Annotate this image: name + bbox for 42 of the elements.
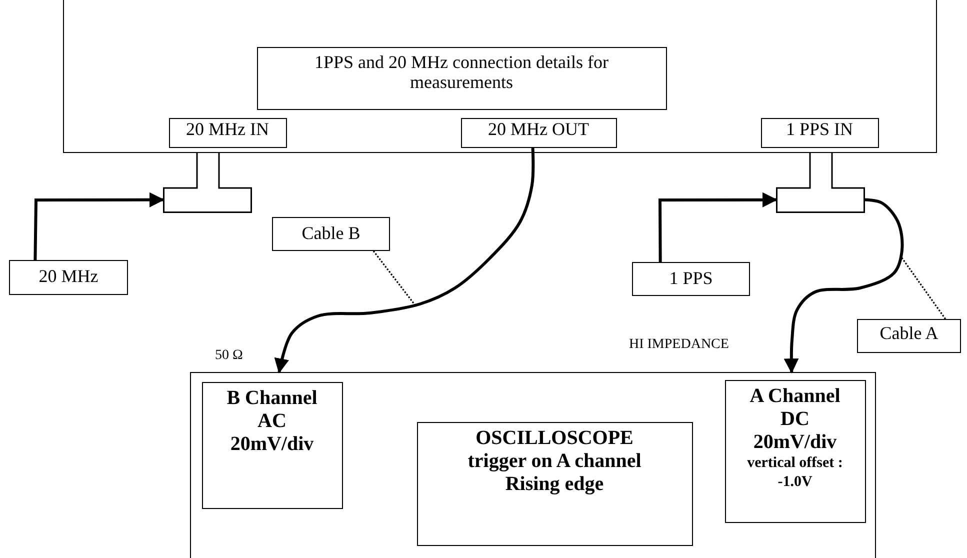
- port-label-box: [460, 118, 616, 148]
- signal-source-box: [632, 262, 750, 296]
- channel-setting: vertical offset :: [747, 454, 843, 472]
- trigger-setting: OSCILLOSCOPE: [476, 426, 634, 450]
- channel-setting: AC: [258, 410, 286, 432]
- signal-label: 1 PPS: [669, 268, 713, 289]
- cable-arrow: [658, 192, 778, 262]
- leader-line: [372, 250, 416, 306]
- port-label-box: [168, 118, 286, 148]
- port-label-box: [760, 118, 878, 148]
- title-text: 1PPS and 20 MHz connection details for measurements: [314, 52, 610, 93]
- oscilloscope-box: [190, 372, 876, 558]
- port-label: 20 MHz IN: [186, 118, 269, 140]
- channel-setting: 20mV/div: [753, 430, 837, 454]
- cable-arrow: [34, 192, 164, 260]
- t-connector: [776, 153, 865, 213]
- signal-source-box: [9, 260, 128, 295]
- cable-label: Cable A: [880, 323, 938, 344]
- cable-label-box: [857, 319, 961, 353]
- channel-box: [724, 380, 866, 522]
- oscilloscope-settings-box: [416, 422, 692, 546]
- title-box: [256, 46, 666, 110]
- channel-box: [202, 382, 342, 508]
- trigger-setting: trigger on A channel: [468, 450, 642, 472]
- trigger-setting: Rising edge: [505, 472, 604, 496]
- port-label: 20 MHz OUT: [488, 118, 589, 140]
- port-label: 1 PPS IN: [786, 118, 854, 140]
- impedance-label: HI IMPEDANCE: [629, 337, 729, 353]
- channel-setting: 20mV/div: [230, 432, 314, 456]
- leader-line: [901, 258, 946, 320]
- t-connector: [163, 153, 252, 213]
- impedance-label: 50 Ω: [215, 348, 243, 364]
- channel-setting: B Channel: [226, 386, 318, 410]
- cable-arrow: [274, 148, 535, 374]
- channel-setting: -1.0V: [778, 473, 812, 492]
- channel-setting: DC: [780, 408, 810, 430]
- receiver-box: [63, 0, 937, 153]
- channel-setting: A Channel: [750, 384, 840, 408]
- signal-label: 20 MHz: [38, 266, 98, 287]
- cable-label-box: [272, 217, 390, 251]
- cable-arrow: [784, 198, 904, 374]
- cable-label: Cable B: [302, 223, 360, 244]
